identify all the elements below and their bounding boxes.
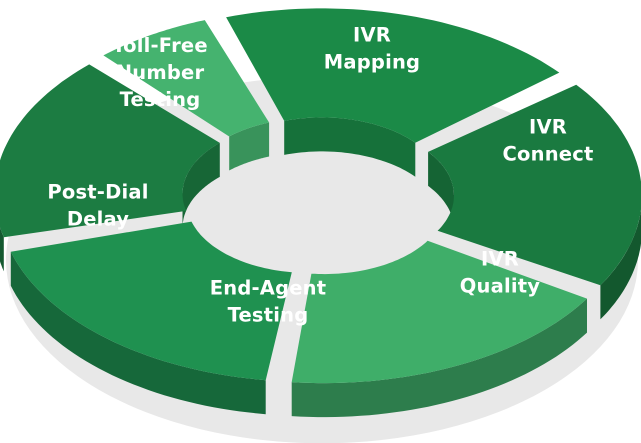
segment-label-line: IVR	[529, 116, 567, 139]
segment-label-line: Connect	[503, 143, 594, 166]
segment-outer-wall	[10, 251, 266, 415]
segment-label-line: IVR	[353, 24, 391, 47]
segment-label-ivr-mapping: IVR Mapping	[324, 24, 420, 74]
segment-label-ivr-quality: IVR Quality	[460, 248, 541, 298]
segment-toll-free-number-testing	[103, 20, 270, 171]
segment-label-line: Delay	[67, 208, 129, 231]
segment-ivr-quality	[291, 240, 587, 418]
segment-outer-wall	[0, 227, 4, 272]
segment-label-line: Testing	[120, 88, 201, 111]
segment-label-line: Testing	[228, 304, 309, 327]
segment-label-line: Number	[116, 61, 205, 84]
segment-post-dial-delay	[0, 64, 220, 272]
segment-top-face	[428, 84, 641, 286]
segment-top-face	[226, 8, 560, 143]
segment-top-face	[10, 221, 292, 381]
segment-top-face	[0, 64, 220, 238]
segment-end-agent-testing	[10, 221, 292, 415]
segment-outer-wall	[600, 209, 641, 320]
segment-inner-wall	[428, 151, 454, 230]
segment-ivr-mapping	[226, 8, 560, 177]
segment-label-line: Post-Dial	[47, 181, 148, 204]
segment-inner-wall	[182, 142, 220, 228]
segment-inner-wall	[284, 117, 416, 177]
segment-ivr-connect	[428, 84, 641, 320]
segment-top-face	[291, 240, 587, 384]
segment-label-line: Toll-Free	[112, 34, 208, 57]
segment-label-line: Quality	[460, 275, 541, 298]
segment-top-face	[103, 20, 270, 137]
segment-inner-wall	[229, 122, 270, 171]
segment-label-line: End-Agent	[210, 277, 327, 300]
segment-outer-wall	[291, 298, 587, 418]
segment-label-ivr-connect: IVR Connect	[503, 116, 594, 166]
segment-label-line: IVR	[481, 248, 519, 271]
segment-label-line: Mapping	[324, 51, 420, 74]
